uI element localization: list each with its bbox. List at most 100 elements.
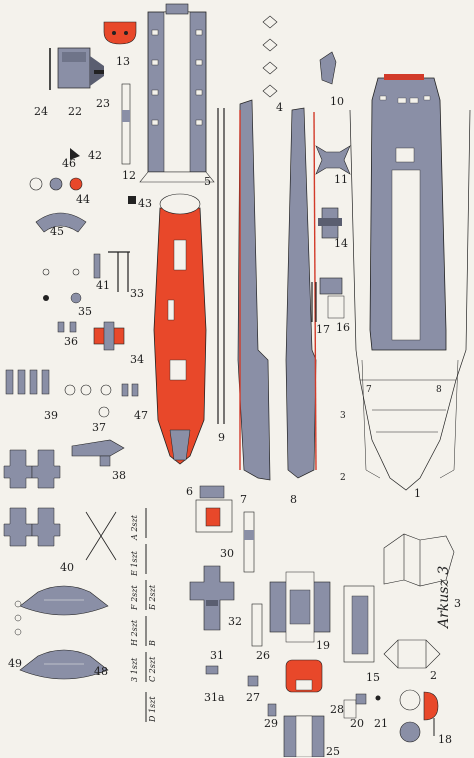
part-5-deck	[139, 3, 215, 183]
label-12: 12	[122, 169, 136, 182]
part-1-hull	[349, 74, 471, 491]
label-4: 4	[276, 101, 283, 114]
label-46: 46	[62, 157, 76, 170]
part-39-rings	[64, 384, 112, 396]
part-43	[128, 196, 136, 204]
label-6: 6	[186, 485, 193, 498]
label-37: 37	[92, 421, 106, 434]
assembly-label-a: A 2szt	[130, 515, 139, 540]
part-10	[319, 51, 337, 85]
label-31a: 31a	[204, 691, 225, 704]
part-40-cross	[85, 511, 117, 561]
label-21: 21	[374, 717, 388, 730]
part-47	[121, 383, 139, 397]
part-14	[318, 207, 342, 239]
part-19-red-hull	[153, 193, 207, 465]
part-39-strips	[5, 369, 50, 395]
label-10: 10	[330, 95, 344, 108]
assembly-label-b: B	[148, 640, 157, 646]
label-36: 36	[64, 335, 78, 348]
label-11: 11	[334, 173, 348, 186]
part-45-arc	[35, 212, 87, 233]
part-36	[57, 321, 77, 333]
part-11	[315, 145, 351, 175]
assembly-label-3: 3 1szt	[130, 657, 139, 682]
label-47: 47	[134, 409, 148, 422]
part-16	[319, 277, 345, 319]
label-32: 32	[228, 615, 242, 628]
part-41	[93, 253, 101, 279]
label-48: 48	[94, 665, 108, 678]
part-42	[70, 148, 80, 160]
label-44: 44	[76, 193, 90, 206]
hull-mark-7: 7	[366, 385, 372, 395]
label-26: 26	[256, 649, 270, 662]
label-29: 29	[264, 717, 278, 730]
part-22-bridge	[49, 47, 104, 90]
assembly-label-h: H 2szt	[130, 619, 139, 646]
part-30-red-tag	[285, 659, 323, 693]
part-27	[247, 675, 259, 687]
label-13: 13	[116, 55, 130, 68]
assembly-label-d: D 1szt	[148, 696, 157, 722]
part-28	[343, 699, 357, 719]
label-5: 5	[204, 175, 211, 188]
sheet-title: Arkusz 3	[436, 565, 452, 628]
assembly-label-b2: Б 2szt	[148, 584, 157, 610]
part-4-diamonds	[262, 15, 278, 98]
part-44-discs	[29, 177, 83, 191]
label-42: 42	[88, 149, 102, 162]
part-8-side-strip	[285, 107, 317, 479]
assembly-label-c: C 2szt	[148, 656, 157, 682]
label-38: 38	[112, 469, 126, 482]
label-20: 20	[350, 717, 364, 730]
label-23: 23	[96, 97, 110, 110]
label-39: 39	[44, 409, 58, 422]
part-29	[267, 703, 277, 717]
part-31-cross	[189, 565, 235, 631]
assembly-label-f: F 2szt	[130, 585, 139, 610]
label-14: 14	[334, 237, 348, 250]
part-6-block	[195, 485, 233, 533]
part-34	[93, 321, 125, 351]
label-18: 18	[438, 733, 452, 746]
label-30: 30	[220, 547, 234, 560]
part-31a	[205, 665, 219, 675]
label-1: 1	[414, 487, 421, 500]
label-45: 45	[50, 225, 64, 238]
label-24: 24	[34, 105, 48, 118]
part-30	[243, 511, 255, 573]
label-43: 43	[138, 197, 152, 210]
part-35	[42, 268, 82, 304]
part-13-tag	[103, 21, 137, 45]
part-38	[71, 439, 125, 467]
label-15: 15	[366, 671, 380, 684]
part-48-section	[19, 585, 109, 680]
part-7-side-strip	[237, 99, 271, 481]
part-40-shapes	[3, 449, 61, 547]
label-7: 7	[240, 493, 247, 506]
label-40: 40	[60, 561, 74, 574]
label-16: 16	[336, 321, 350, 334]
assembly-label-e: E 1szt	[130, 550, 139, 576]
label-41: 41	[96, 279, 110, 292]
part-18	[399, 689, 439, 743]
hull-mark-2: 2	[340, 473, 346, 483]
label-19: 19	[316, 639, 330, 652]
part-2-diamond	[383, 639, 441, 669]
part-21	[375, 695, 381, 701]
label-33: 33	[130, 287, 144, 300]
label-25: 25	[326, 745, 340, 758]
label-34: 34	[130, 353, 144, 366]
hull-mark-8: 8	[436, 385, 442, 395]
label-31: 31	[210, 649, 224, 662]
part-15	[343, 585, 375, 663]
hull-mark-3: 3	[340, 411, 346, 421]
label-9: 9	[218, 431, 225, 444]
part-26	[251, 603, 263, 647]
label-28: 28	[330, 703, 344, 716]
label-35: 35	[78, 305, 92, 318]
label-49: 49	[8, 657, 22, 670]
